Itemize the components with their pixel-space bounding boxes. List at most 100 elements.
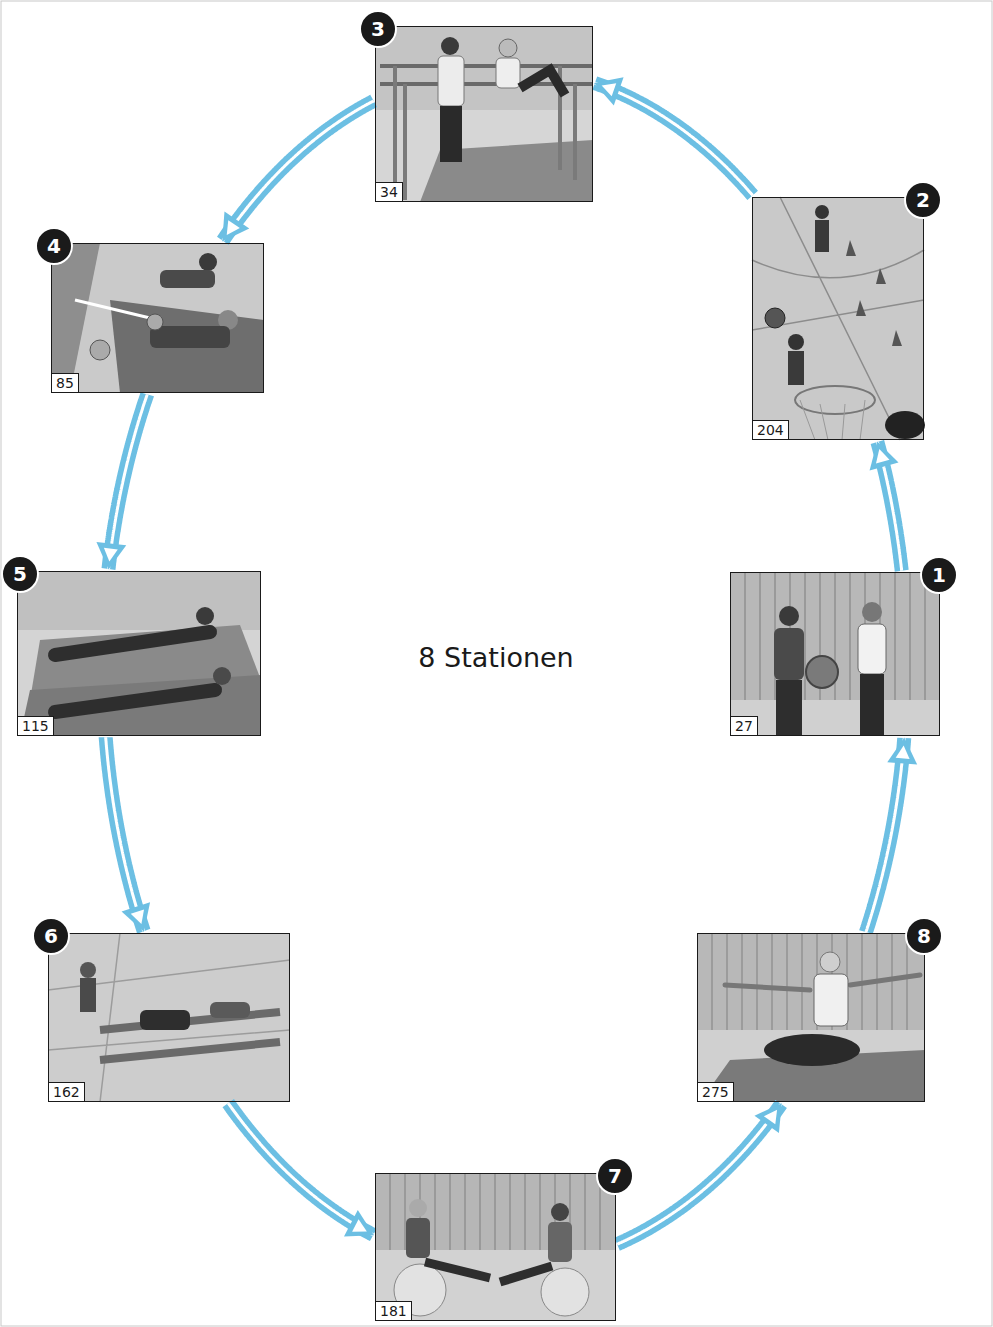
person-head	[499, 39, 517, 57]
page-number: 275	[698, 1082, 734, 1101]
person-head	[80, 962, 96, 978]
direction-arrow	[75, 300, 150, 318]
page-number: 115	[18, 716, 54, 735]
page-number: 181	[376, 1301, 412, 1320]
person-head	[820, 952, 840, 972]
station-photo-5	[17, 571, 261, 736]
person-legs	[425, 1262, 490, 1278]
gym-ball	[541, 1268, 589, 1316]
photo-floor	[730, 700, 940, 736]
photo-floor	[752, 197, 924, 440]
arrow-head	[754, 1103, 781, 1133]
person-body	[496, 58, 520, 88]
arrow-band	[106, 737, 144, 931]
flow-arrow	[106, 737, 150, 931]
arrow-band	[866, 738, 904, 932]
page-number: 34	[376, 182, 403, 201]
person-legs	[764, 1034, 860, 1066]
page-number: 204	[753, 420, 789, 439]
station-box: 485	[51, 243, 264, 393]
cone	[846, 240, 856, 256]
station-number: 5	[1, 555, 39, 593]
person-plank	[55, 690, 215, 712]
person-body	[80, 978, 96, 1012]
photo-floor	[51, 243, 264, 393]
cone	[856, 300, 866, 316]
person-body	[788, 351, 804, 385]
photo-floor	[697, 1030, 925, 1102]
arrow-band-core	[595, 83, 753, 195]
station-box: 6162	[48, 933, 290, 1102]
person-body	[406, 1218, 430, 1258]
photo-wall	[51, 243, 100, 393]
arrow-band-core	[109, 394, 148, 568]
arrow-band-core	[106, 737, 144, 931]
station-box: 2204	[752, 197, 924, 440]
person-head	[441, 37, 459, 55]
photo-wall	[375, 26, 593, 202]
arrow-band	[595, 83, 753, 195]
person-head	[862, 602, 882, 622]
arrow-head	[594, 77, 623, 105]
flow-arrow	[594, 77, 753, 195]
center-title: 8 Stationen	[418, 642, 573, 673]
weight-plate	[806, 656, 838, 688]
station-number: 4	[35, 227, 73, 265]
basket-net	[800, 400, 865, 440]
station-photo-6	[48, 933, 290, 1102]
arrow-band	[109, 394, 148, 568]
person-head	[199, 253, 217, 271]
ball	[90, 340, 110, 360]
flow-arrow	[222, 101, 373, 242]
person-body	[438, 56, 464, 106]
station-box: 8275	[697, 933, 925, 1102]
photo-floor	[375, 1250, 616, 1321]
ball	[147, 314, 163, 330]
cone	[892, 330, 902, 346]
flow-arrow	[96, 394, 147, 569]
arrow-band-core	[617, 1104, 781, 1244]
photo-wall	[17, 571, 261, 736]
person-head	[409, 1199, 427, 1217]
arrow-head	[96, 542, 126, 570]
arrow-head-core	[896, 745, 910, 759]
arrow-band-core	[228, 1103, 373, 1235]
station-number: 7	[596, 1157, 634, 1195]
person-head	[788, 334, 804, 350]
arrow-head-core	[104, 548, 118, 562]
station-number: 3	[359, 10, 397, 48]
wall-slats	[745, 572, 925, 700]
arrow-head-core	[352, 1219, 367, 1231]
person-body	[774, 628, 804, 680]
arrow-head	[344, 1210, 374, 1237]
flow-arrow	[228, 1103, 374, 1236]
arrow-band-core	[223, 101, 374, 241]
station-box: 334	[375, 26, 593, 202]
photo-wall	[730, 572, 940, 736]
basket-ring	[795, 386, 875, 414]
flow-arrow	[617, 1103, 782, 1244]
person-legs	[440, 106, 462, 162]
arrow-head	[222, 212, 249, 242]
station-box: 5115	[17, 571, 261, 736]
station-photo-7	[375, 1173, 616, 1321]
arrow-head-core	[876, 449, 890, 463]
person-head	[815, 205, 829, 219]
person-head	[196, 607, 214, 625]
station-number: 8	[905, 917, 943, 955]
station-number: 2	[904, 181, 942, 219]
shadow	[885, 411, 925, 439]
photo-wall	[697, 933, 925, 1102]
flow-arrow	[866, 737, 917, 932]
arrow-band	[228, 1103, 373, 1235]
person-plank	[55, 632, 210, 655]
person-body	[815, 220, 829, 252]
person-body	[814, 974, 848, 1026]
station-photo-8	[697, 933, 925, 1102]
person-body	[548, 1222, 572, 1262]
person-legs	[776, 680, 802, 736]
arrow-head-core	[764, 1110, 777, 1125]
arrow-band-core	[866, 738, 904, 932]
person-head	[551, 1203, 569, 1221]
